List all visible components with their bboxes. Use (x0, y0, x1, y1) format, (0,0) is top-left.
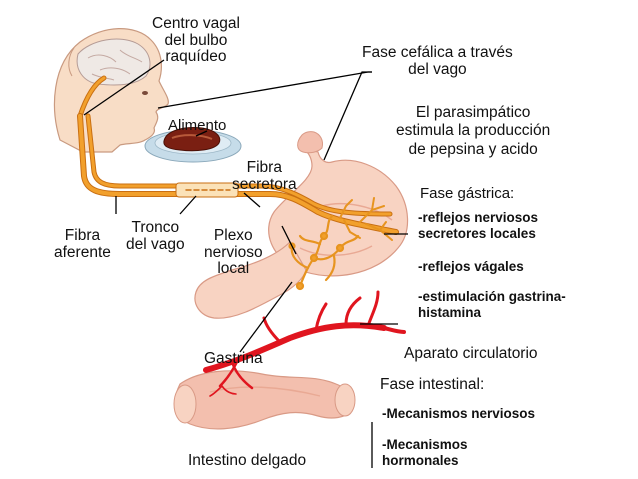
tronco-vago-label: Tronco del vago (126, 219, 185, 253)
fase-gastrica-label: Fase gástrica: (420, 185, 515, 202)
leader-lines (83, 59, 408, 468)
gastrina-label: Gastrina (204, 350, 263, 367)
aparato-circulatorio-label: Aparato circulatorio (404, 345, 538, 362)
mecanismos-hormonales-label: -Mecanismos hormonales (382, 437, 468, 469)
plexo-label: Plexo nervioso local (204, 227, 263, 278)
food-plate-icon (144, 127, 242, 163)
parasimpatico-label: El parasimpático estimula la producción … (396, 104, 551, 158)
fase-cefalica-label: Fase cefálica a través del vago (362, 44, 513, 78)
estimulacion-label: -estimulación gastrina- histamina (418, 289, 566, 321)
reflejos-vagales-label: -reflejos vágales (418, 259, 524, 274)
reflejos-secretores-label: -reflejos nerviosos secretores locales (418, 210, 539, 242)
intestine-icon (173, 370, 356, 430)
fase-intestinal-label: Fase intestinal: (380, 376, 485, 393)
artery-icon (203, 290, 406, 397)
nerve-plexus-icon (288, 214, 360, 291)
nerve-endings-icon (339, 197, 393, 241)
fibra-secretora-label: Fibra secretora (232, 159, 297, 193)
centro-vagal-label: Centro vagal del bulbo raquídeo (152, 15, 240, 66)
mecanismos-nerviosos-label: -Mecanismos nerviosos (382, 406, 536, 421)
fibra-aferente-label: Fibra aferente (54, 227, 111, 261)
intestino-delgado-label: Intestino delgado (188, 452, 307, 469)
alimento-label: Alimento (168, 117, 227, 134)
